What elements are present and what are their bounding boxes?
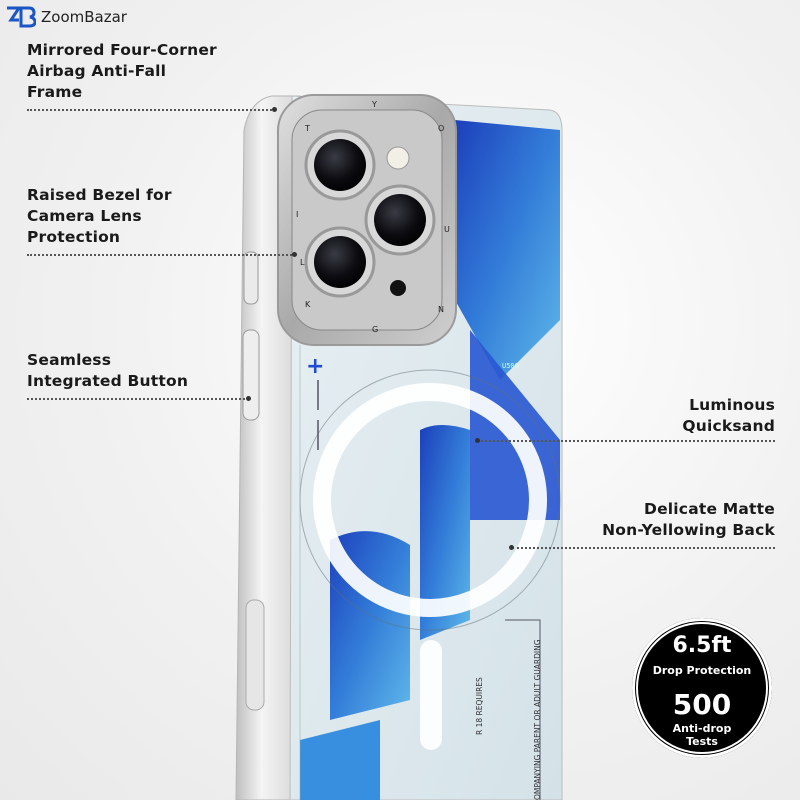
lens-ring-letter: T bbox=[305, 124, 310, 133]
callout-dot bbox=[509, 545, 514, 550]
chip-label: U500 bbox=[502, 362, 519, 370]
side-button-lower bbox=[242, 329, 260, 421]
drop-protection-badge: 6.5ft Drop Protection 500 Anti-drop Test… bbox=[632, 618, 772, 758]
drop-height: 6.5ft bbox=[672, 633, 732, 658]
callout-dot bbox=[246, 396, 251, 401]
tests-label-line2: Tests bbox=[686, 735, 718, 748]
callout-line-bezel bbox=[27, 254, 295, 256]
callout-line-button bbox=[27, 398, 249, 400]
tests-label: Anti-drop Tests bbox=[632, 722, 772, 748]
tests-count: 500 bbox=[672, 688, 732, 721]
lens-ring-letter: K bbox=[305, 300, 311, 309]
callout-dot bbox=[292, 252, 297, 257]
brand-logo[interactable]: ZoomBazar bbox=[6, 6, 127, 28]
tests-label-line1: Anti-drop bbox=[672, 722, 732, 735]
lens-ring-letter: L bbox=[300, 258, 305, 267]
feature-raised-bezel: Raised Bezel for Camera Lens Protection bbox=[27, 186, 172, 246]
lens-ring-letter: I bbox=[296, 210, 299, 219]
side-button-upper bbox=[243, 251, 259, 305]
zb-logo-icon bbox=[7, 6, 36, 28]
callout-line-airbag bbox=[27, 109, 275, 111]
lens-ring-letter: O bbox=[438, 124, 445, 133]
magsafe-ring bbox=[313, 383, 547, 617]
side-button-bottom bbox=[245, 599, 265, 711]
camera-sensor bbox=[390, 280, 406, 296]
drop-label: Drop Protection bbox=[652, 664, 752, 677]
feature-luminous-quicksand: Luminous Quicksand bbox=[682, 396, 775, 435]
callout-line-quicksand bbox=[478, 440, 775, 442]
callout-dot bbox=[475, 438, 480, 443]
fine-print-2: OMPANYING PARENT OR ADULT GUARDING bbox=[533, 639, 542, 800]
lens-ring-letter: U bbox=[444, 225, 450, 234]
plus-mark: + bbox=[306, 354, 325, 379]
callout-line-matte bbox=[512, 547, 775, 549]
brand-name: ZoomBazar bbox=[41, 8, 127, 26]
lens-ring-letter: G bbox=[372, 325, 379, 334]
lens-ring-letter: N bbox=[438, 305, 444, 314]
feature-matte-back: Delicate Matte Non-Yellowing Back bbox=[602, 500, 775, 539]
callout-dot bbox=[272, 107, 277, 112]
young-graphic bbox=[300, 120, 560, 800]
feature-integrated-button: Seamless Integrated Button bbox=[27, 351, 189, 390]
magsafe-tail bbox=[420, 640, 442, 750]
camera-flash bbox=[386, 146, 410, 170]
lens-ring-letter: Y bbox=[372, 100, 377, 109]
fine-print-1: R 18 REQUIRES bbox=[475, 677, 484, 735]
badge-ring bbox=[636, 622, 768, 754]
feature-airbag-frame: Mirrored Four-Corner Airbag Anti-Fall Fr… bbox=[27, 41, 217, 101]
